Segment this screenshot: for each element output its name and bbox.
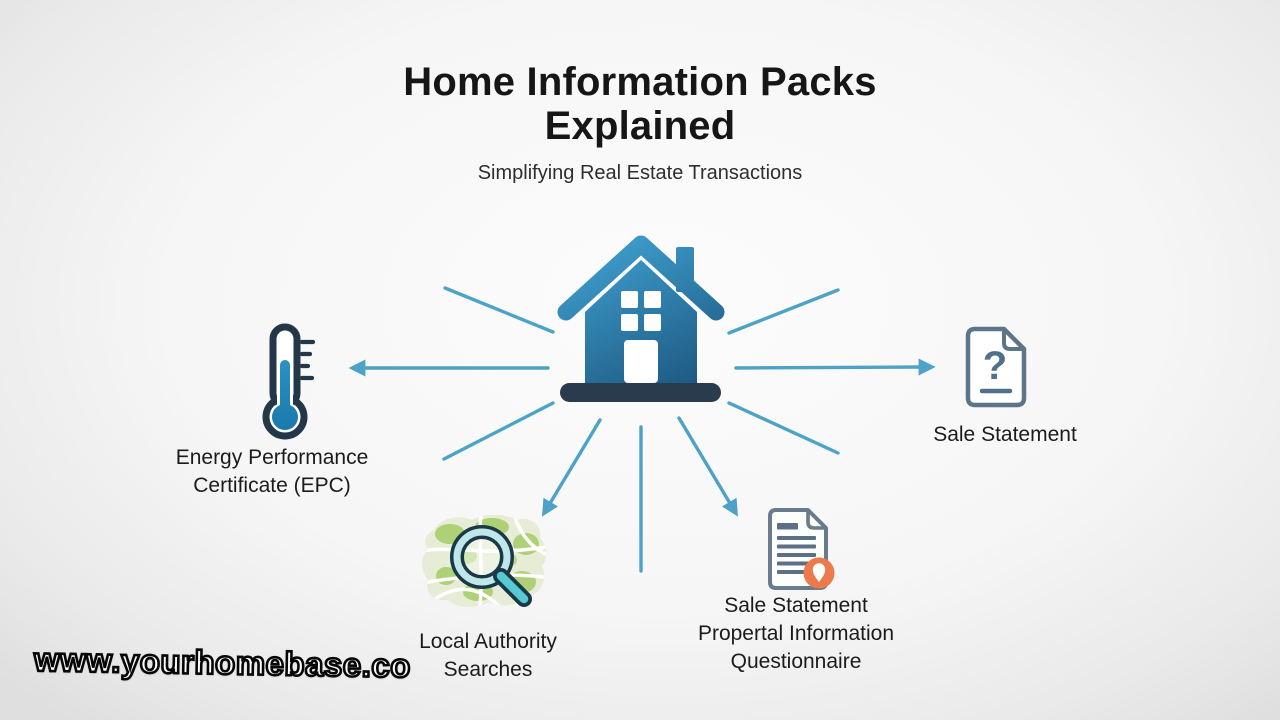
label-line: Certificate (EPC) [193,473,351,497]
magnifier-icon [450,525,532,607]
house-roof [557,235,725,321]
line-upper-left [443,286,555,334]
document-text-lines [777,523,816,574]
line-lower-right [727,401,840,455]
watermark-url: www.yourhomebase.co [32,639,412,685]
label-property-information-questionnaire: Sale Statement Propertal Information Que… [666,592,926,676]
question-mark: ? [983,344,1007,388]
question-document-icon: ? [965,326,1027,408]
house-door [624,340,658,383]
label-line: Sale Statement [724,594,868,617]
radiating-arrows [348,286,936,573]
page-title-line2: Explained [544,104,736,148]
arrow-to-sale-statement [734,358,936,376]
label-local-authority-searches: Local Authority Searches [368,628,608,683]
pin-glyph [812,563,826,582]
line-upper-right [727,288,840,335]
label-line: Questionnaire [730,650,862,673]
label-line: Sale Statement [933,423,1077,446]
map-search-icon [422,514,547,608]
thermometer-icon [262,323,316,440]
label-sale-statement: Sale Statement [880,421,1130,449]
label-line: Searches [443,657,533,681]
label-energy-performance-certificate: Energy Performance Certificate (EPC) [142,444,402,499]
house-window [621,291,661,331]
arrow-to-local-authority [542,418,602,517]
location-document-icon [768,508,835,590]
label-line: Energy Performance [175,446,369,469]
arrow-to-questionnaire [677,416,738,517]
label-line: Propertal Information [697,622,895,645]
house-base [560,383,721,402]
label-line: Local Authority [419,630,557,653]
house-icon [557,235,725,402]
page-subtitle: Simplifying Real Estate Transactions [477,162,803,184]
page-title-line1: Home Information Packs [403,60,877,104]
thermometer-ticks [299,339,316,381]
house-body [585,260,697,383]
line-lower-left [442,401,555,461]
